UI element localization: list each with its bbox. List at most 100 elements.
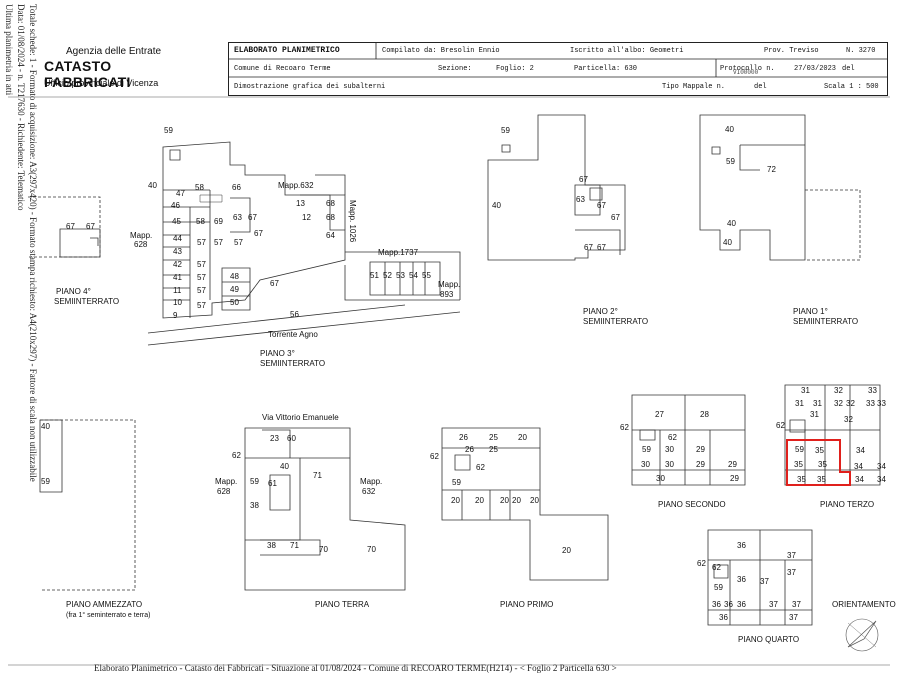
tipo-del: del xyxy=(754,83,767,91)
label-mapp628-a: Mapp. xyxy=(130,231,152,240)
sub-label-secondo: 29 xyxy=(728,460,737,469)
sub-label-terzo: 33 xyxy=(877,399,886,408)
sub-label-p3: 59 xyxy=(164,126,173,135)
sub-label-terzo: 31 xyxy=(801,386,810,395)
label-mapp1026: Mapp. 1026 xyxy=(348,200,357,243)
sub-label-p3: 44 xyxy=(173,234,182,243)
protocollo: Protocollo n. xyxy=(720,65,775,73)
sub-label-p3: 58 xyxy=(196,217,205,226)
title-piano4-line1: PIANO 4° xyxy=(56,287,91,296)
sub-label-terra: 38 xyxy=(250,501,259,510)
office-name: Ufficio provinciale di Vicenza xyxy=(44,78,159,88)
sub-label-p2: 67 xyxy=(611,213,620,222)
sub-label-p3: 52 xyxy=(383,271,392,280)
comune: Comune di Recoaro Terme xyxy=(234,65,331,73)
sub-label-secondo: 27 xyxy=(655,410,664,419)
sub-label-primo: 25 xyxy=(489,433,498,442)
sub-label-p3: 57 xyxy=(197,260,206,269)
sub-label-terra: 59 xyxy=(250,477,259,486)
particella: Particella: 630 xyxy=(574,65,638,73)
title-quarto: PIANO QUARTO xyxy=(738,635,799,644)
sub-label-quarto: 37 xyxy=(760,577,769,586)
sub-label-p3: 42 xyxy=(173,260,182,269)
sub-label-secondo: 29 xyxy=(696,460,705,469)
sub-label-primo: 20 xyxy=(451,496,460,505)
sub-label-terra: 70 xyxy=(319,545,328,554)
sub-label-secondo: 62 xyxy=(668,433,677,442)
sub-label-p3: 9 xyxy=(173,311,178,320)
sub-label-p3: 13 xyxy=(296,199,305,208)
sub-label-terzo: 31 xyxy=(795,399,804,408)
sub-label-p3: 57 xyxy=(197,238,206,247)
sub-label-p2: 67 xyxy=(597,243,606,252)
sub-label-primo: 20 xyxy=(518,433,527,442)
sub-label-terzo: 32 xyxy=(834,399,843,408)
sub-label-quarto: 62 xyxy=(697,559,706,568)
sub-label-p3: 66 xyxy=(232,183,241,192)
title-primo: PIANO PRIMO xyxy=(500,600,553,609)
sub-label-primo: 62 xyxy=(430,452,439,461)
sub-label-p3: 45 xyxy=(172,217,181,226)
sub-label-p2: 67 xyxy=(579,175,588,184)
sub-label-p1: 40 xyxy=(723,238,732,247)
label-mapp632: Mapp.632 xyxy=(278,181,314,190)
title-secondo: PIANO SECONDO xyxy=(658,500,726,509)
sub-label-primo: 20 xyxy=(562,546,571,555)
sub-label-terzo: 34 xyxy=(877,475,886,484)
protocollo-date: 27/03/2023 xyxy=(794,65,837,73)
sub-label-p3: 40 xyxy=(148,181,157,190)
title-terra: PIANO TERRA xyxy=(315,600,370,609)
header-grid xyxy=(228,42,888,96)
sub-label-quarto: 59 xyxy=(714,583,723,592)
sub-label-terzo: 31 xyxy=(813,399,822,408)
sub-label-quarto: 36 xyxy=(719,613,728,622)
sub-label-p3: 46 xyxy=(171,201,180,210)
sub-label-secondo: 30 xyxy=(656,474,665,483)
sub-label-p2: 40 xyxy=(492,201,501,210)
sub-label-p3: 64 xyxy=(326,231,335,240)
sub-label-p1: 59 xyxy=(726,157,735,166)
sub-label-p3: 63 xyxy=(233,213,242,222)
sub-label-p3: 68 xyxy=(326,213,335,222)
sub-label-terzo: 35 xyxy=(817,475,826,484)
title-piano1-line1: PIANO 1° xyxy=(793,307,828,316)
protocollo-del: del xyxy=(842,65,855,73)
sub-label-p3: 67 xyxy=(270,279,279,288)
sub-label-p2: 67 xyxy=(584,243,593,252)
header-table: ELABORATO PLANIMETRICO Compilato da: Bre… xyxy=(228,42,888,96)
compass-icon xyxy=(845,618,879,652)
label-via: Via Vittorio Emanuele xyxy=(262,413,339,422)
sub-label-p3: 68 xyxy=(326,199,335,208)
sub-label-p3: 43 xyxy=(173,247,182,256)
sub-label-terzo: 35 xyxy=(797,475,806,484)
agency-name: Agenzia delle Entrate xyxy=(66,46,162,57)
sub-label-terzo: 35 xyxy=(815,446,824,455)
sub-label-quarto: 36 xyxy=(724,600,733,609)
sub-label-p1: 40 xyxy=(725,125,734,134)
title-orientamento: ORIENTAMENTO xyxy=(832,600,896,609)
title-piano3-line1: PIANO 3° xyxy=(260,349,295,358)
title-piano2-line2: SEMIINTERRATO xyxy=(583,317,648,326)
sub-label-secondo: 30 xyxy=(665,460,674,469)
label-terra-mapp628-b: 628 xyxy=(217,487,231,496)
sub-label-secondo: 29 xyxy=(696,445,705,454)
sub-label-p3: 41 xyxy=(173,273,182,282)
sub-label-secondo: 28 xyxy=(700,410,709,419)
sub-label-p3: 47 xyxy=(176,189,185,198)
title-piano3-line2: SEMIINTERRATO xyxy=(260,359,325,368)
sub-label-terzo: 32 xyxy=(834,386,843,395)
sub-label-p3: 57 xyxy=(197,286,206,295)
sub-label-amm: 40 xyxy=(41,422,50,431)
sub-label-primo: 26 xyxy=(465,445,474,454)
sub-label-terzo: 32 xyxy=(844,415,853,424)
sub-label-amm: 59 xyxy=(41,477,50,486)
catasto-title: CATASTO FABBRICATI xyxy=(44,58,131,90)
sub-label-p3: 69 xyxy=(214,217,223,226)
sub-label-p2: 67 xyxy=(597,201,606,210)
sub-label-terra: 71 xyxy=(313,471,322,480)
sub-label-p3: 55 xyxy=(422,271,431,280)
sub-label-secondo: 62 xyxy=(620,423,629,432)
sub-label-p3: 53 xyxy=(396,271,405,280)
sub-label-terra: 60 xyxy=(287,434,296,443)
